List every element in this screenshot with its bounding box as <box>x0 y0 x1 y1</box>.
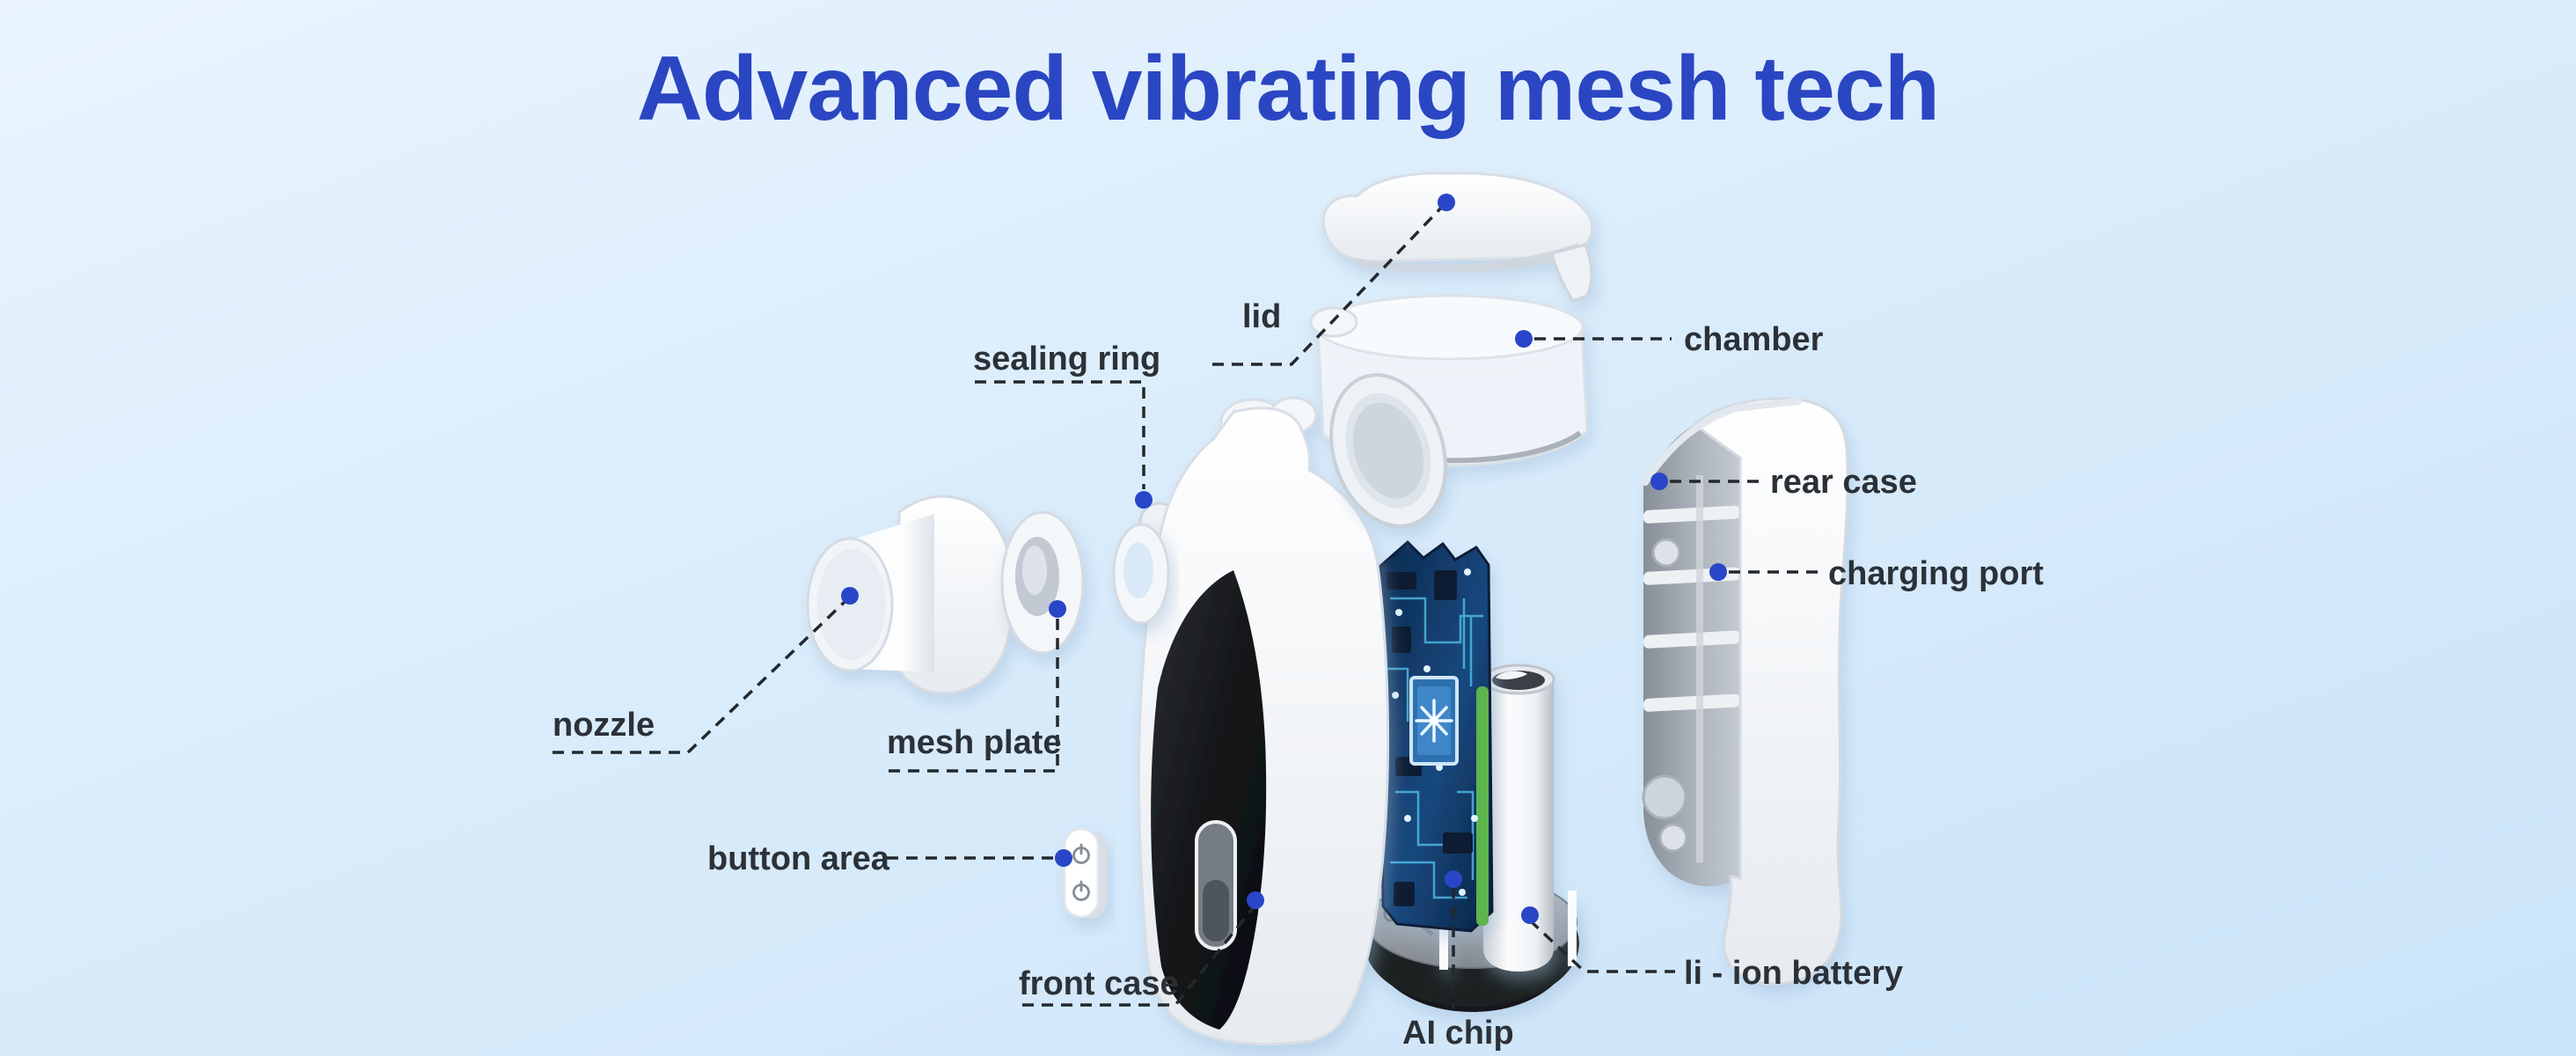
mesh-plate-part <box>1000 510 1085 655</box>
dot-front-case <box>1247 891 1264 909</box>
rear-case-ribs <box>1643 505 1740 712</box>
button-plate <box>1063 827 1100 919</box>
callout-dots <box>841 194 1727 924</box>
dot-mesh-plate <box>1049 600 1066 618</box>
dot-rear-case <box>1650 473 1668 490</box>
label-button-area: button area <box>707 840 890 877</box>
leader-mesh-plate <box>889 618 1059 773</box>
sealing-ring-part <box>1112 523 1170 625</box>
label-sealing-ring: sealing ring <box>973 341 1160 378</box>
battery-body <box>1483 679 1554 972</box>
lid-underside <box>1350 243 1578 274</box>
front-case-black-panel <box>1151 570 1267 1030</box>
lid-body <box>1321 172 1593 263</box>
leader-nozzle <box>553 598 848 754</box>
label-li-ion-battery: li - ion battery <box>1684 955 1903 992</box>
part-labels: lid chamber sealing ring rear case charg… <box>553 298 2044 1052</box>
label-nozzle: nozzle <box>553 707 655 744</box>
lid-part <box>1321 172 1593 303</box>
leader-li-ion-battery <box>1528 919 1675 973</box>
pcb-green-strip <box>1476 686 1489 926</box>
dot-lid <box>1438 194 1455 211</box>
rear-case-boss <box>1651 538 1681 568</box>
sealing-ring-hole <box>1123 542 1153 598</box>
dot-nozzle <box>841 587 859 605</box>
rear-case-part <box>1642 397 1849 986</box>
battery-contact-pin <box>1568 891 1577 966</box>
leader-sealing-ring <box>975 380 1145 489</box>
chamber-part <box>1309 294 1589 528</box>
chamber-rim <box>1315 294 1584 361</box>
ai-chip-component <box>1409 676 1459 766</box>
label-lid: lid <box>1242 298 1281 335</box>
label-front-case: front case <box>1019 965 1179 1002</box>
dot-button-area <box>1055 849 1072 867</box>
label-mesh-plate: mesh plate <box>887 724 1062 761</box>
leader-front-case <box>1022 906 1255 1007</box>
nozzle-face-inner <box>817 549 886 660</box>
label-rear-case: rear case <box>1770 464 1917 501</box>
page-title: Advanced vibrating mesh tech <box>636 38 1940 140</box>
li-ion-battery-part <box>1439 664 1577 972</box>
rear-case-boss <box>1642 774 1687 820</box>
dot-sealing-ring <box>1135 491 1153 509</box>
leader-lid <box>1212 204 1445 366</box>
dot-charging-port <box>1709 563 1727 581</box>
nozzle-part <box>806 495 1014 695</box>
battery-cap-highlight <box>1496 671 1527 680</box>
dot-li-ion-battery <box>1521 906 1539 924</box>
dot-ai-chip <box>1445 870 1462 888</box>
rear-case-shell <box>1692 397 1849 986</box>
chamber-mouth-ring <box>1329 373 1447 528</box>
rear-case-divider <box>1696 475 1703 862</box>
label-chamber: chamber <box>1684 321 1824 358</box>
front-case-slot <box>1195 820 1237 950</box>
rear-case-top-rim <box>1642 398 1802 486</box>
rear-case-boss <box>1658 823 1688 853</box>
power-button-icon <box>1072 843 1090 901</box>
leader-lines <box>553 204 1818 1008</box>
label-charging-port: charging port <box>1828 555 2044 592</box>
pcb-part <box>1378 539 1494 933</box>
label-ai-chip: AI chip <box>1402 1015 1514 1052</box>
button-area-part <box>1063 827 1107 919</box>
mesh-plate-mesh-highlight <box>1022 546 1047 595</box>
dot-chamber <box>1515 330 1533 348</box>
lid-clip-tab <box>1550 243 1593 303</box>
front-case-part <box>1137 396 1390 1046</box>
pcb-components <box>1387 570 1473 906</box>
pcb-traces <box>1387 597 1483 899</box>
